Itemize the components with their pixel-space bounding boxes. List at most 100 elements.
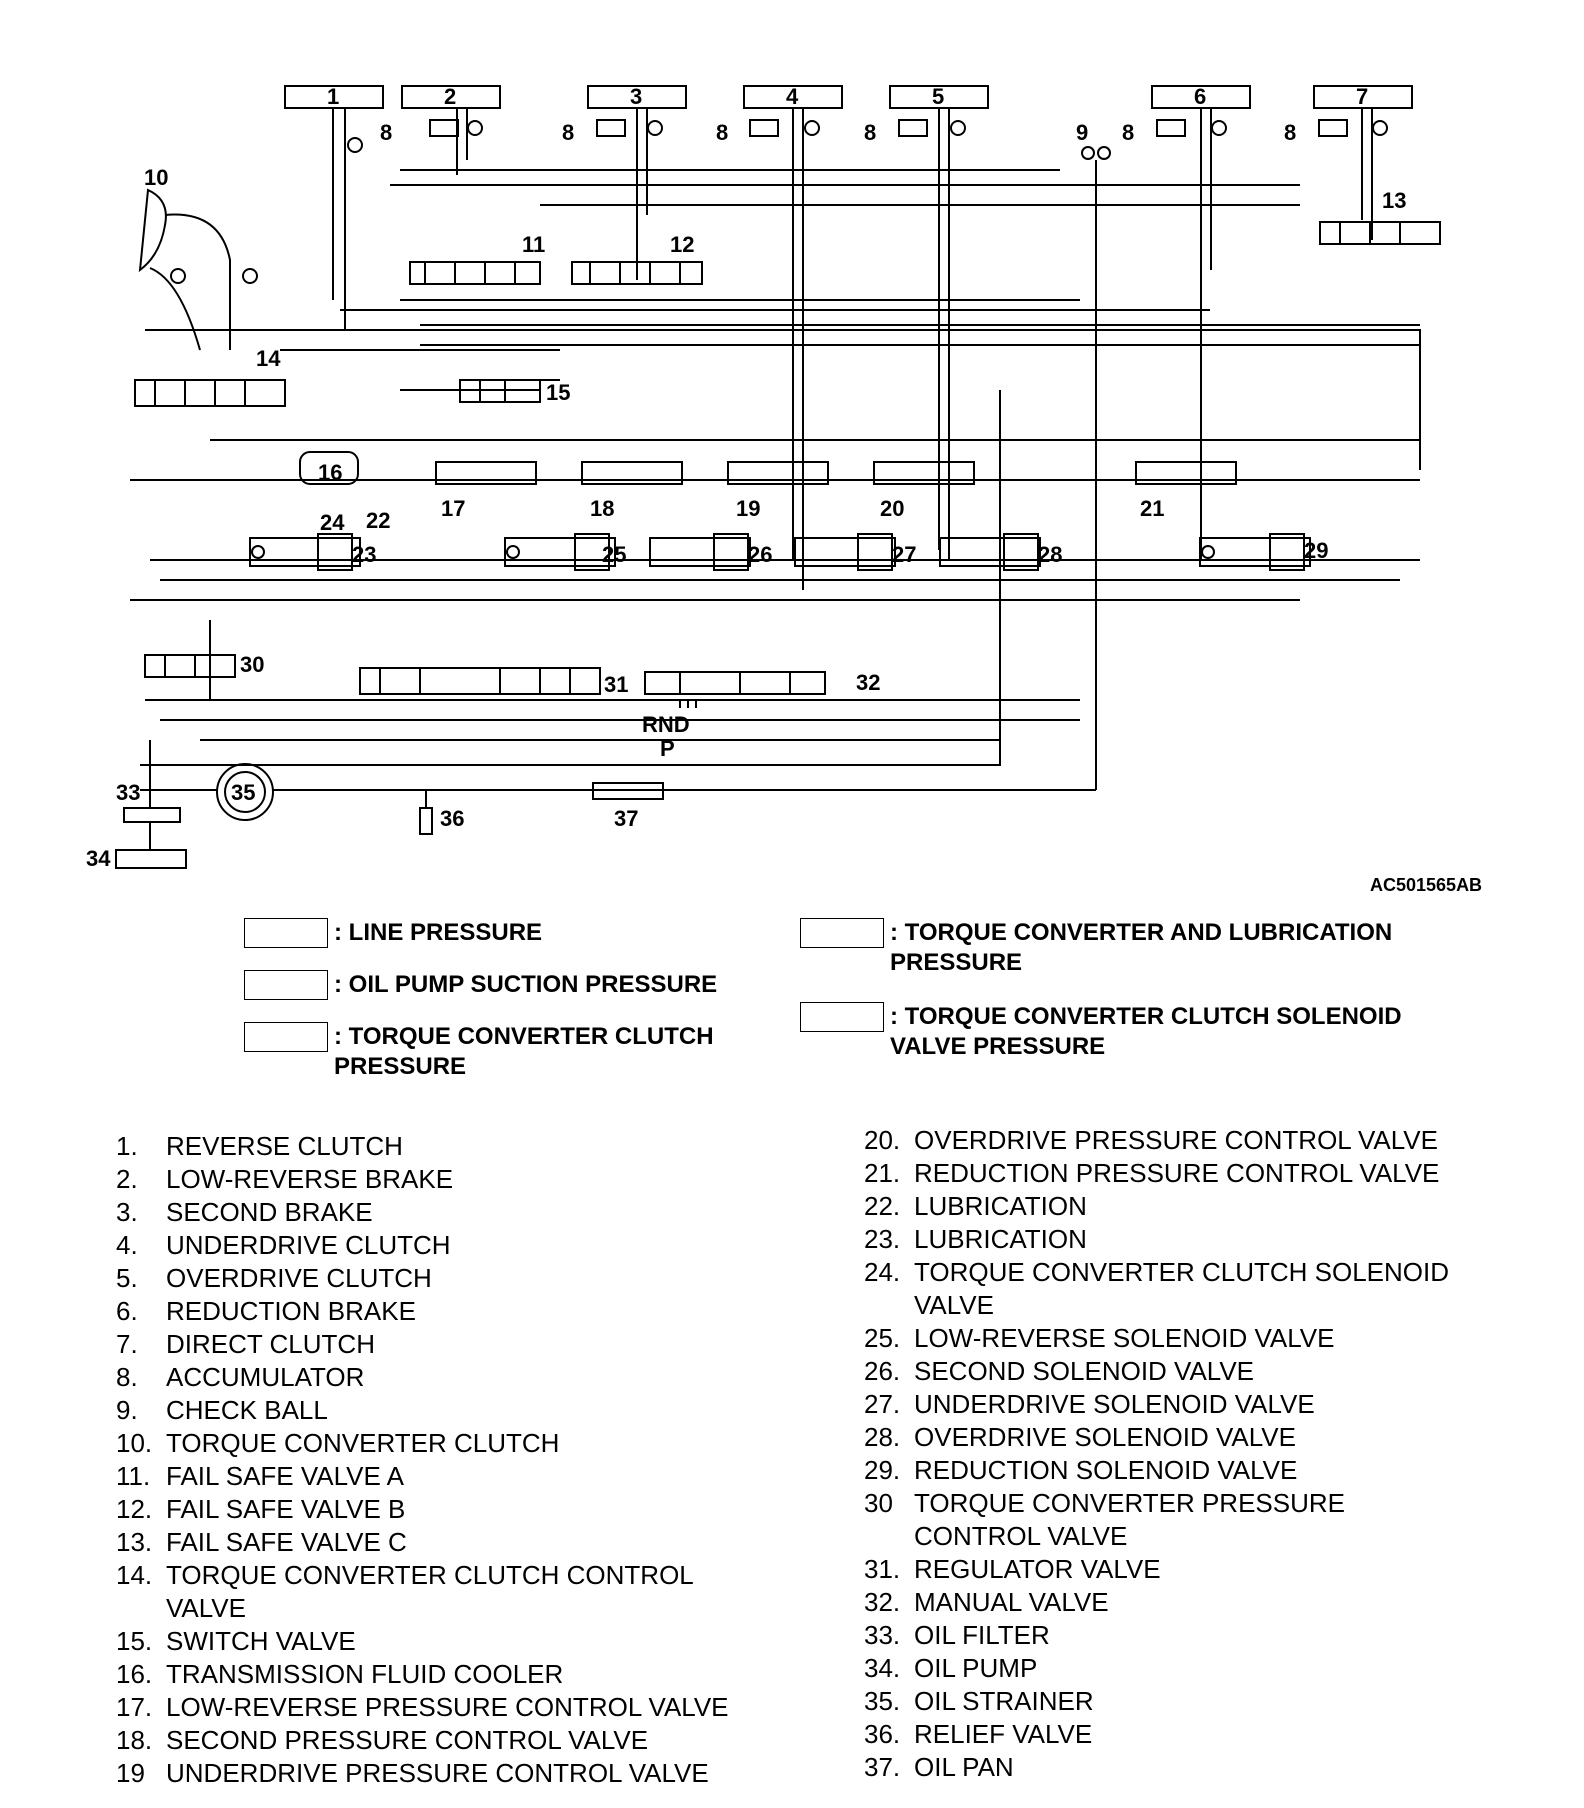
label-26: 26 [748, 542, 772, 567]
list-item: 17.LOW-REVERSE PRESSURE CONTROL VALVE [116, 1691, 766, 1724]
list-item: 33.OIL FILTER [864, 1619, 1514, 1652]
list-item: 21.REDUCTION PRESSURE CONTROL VALVE [864, 1157, 1514, 1190]
item-name: REVERSE CLUTCH [166, 1131, 403, 1161]
label-8: 8 [1122, 120, 1134, 145]
manual-park-label: P [660, 736, 675, 761]
list-item: 12. FAIL SAFE VALVE B [116, 1493, 766, 1526]
item-number: 36. [864, 1719, 901, 1749]
oil-strainer-icon [216, 763, 274, 821]
item-number: 30 [864, 1488, 893, 1518]
item-name: LOW-REVERSE BRAKE [166, 1164, 454, 1194]
list-item: 28.OVERDRIVE SOLENOID VALVE [864, 1421, 1514, 1454]
label-8: 8 [1284, 120, 1296, 145]
item-name: FAIL SAFE VALVE B [166, 1494, 406, 1524]
item-name: OVERDRIVE PRESSURE CONTROL VALVE [914, 1125, 1438, 1155]
item-name: REGULATOR VALVE [914, 1554, 1161, 1584]
fail-safe-valve-a-icon [409, 261, 541, 285]
item-number-spacer [864, 1520, 914, 1553]
label-9: 9 [1076, 120, 1088, 145]
item-name: REDUCTION PRESSURE CONTROL VALVE [914, 1158, 1440, 1188]
item-name: LUBRICATION [914, 1224, 1087, 1254]
legend-oil-pump-suction: : OIL PUMP SUCTION PRESSURE [244, 970, 717, 1000]
item-name: TORQUE CONVERTER CLUTCH [166, 1428, 560, 1458]
list-item-continuation: VALVE [864, 1289, 1514, 1322]
label-35: 35 [231, 780, 255, 805]
manual-valve-icon [644, 671, 826, 708]
solenoid-valve-icon [249, 533, 1311, 571]
list-item: 34.OIL PUMP [864, 1652, 1514, 1685]
item-number: 37. [864, 1752, 901, 1782]
label-8: 8 [716, 120, 728, 145]
item-number: 6. [116, 1296, 138, 1326]
low-reverse-brake-box [401, 85, 501, 109]
list-item: 22.LUBRICATION [864, 1190, 1514, 1223]
item-name: REDUCTION SOLENOID VALVE [914, 1455, 1298, 1485]
legend-label: : LINE PRESSURE [334, 919, 543, 946]
item-name: SECOND PRESSURE CONTROL VALVE [166, 1725, 649, 1755]
item-number: 20. [864, 1125, 901, 1155]
legend-label: : TORQUE CONVERTER AND LUBRICATION PRESS… [890, 919, 1393, 976]
label-8: 8 [380, 120, 392, 145]
label-25: 25 [602, 542, 626, 567]
list-item: 10.TORQUE CONVERTER CLUTCH [116, 1427, 766, 1460]
item-number: 7. [116, 1329, 138, 1359]
list-item: 25.LOW-REVERSE SOLENOID VALVE [864, 1322, 1514, 1355]
label-32: 32 [856, 670, 880, 695]
item-number: 24. [864, 1257, 901, 1287]
list-item: 35.OIL STRAINER [864, 1685, 1514, 1718]
label-18: 18 [590, 496, 614, 521]
label-8: 8 [562, 120, 574, 145]
label-37: 37 [614, 806, 638, 831]
legend-line-pressure: : LINE PRESSURE [244, 918, 542, 948]
oil-filter-icon [123, 807, 181, 823]
item-name-continued: VALVE [166, 1593, 246, 1623]
item-name: OIL FILTER [914, 1620, 1050, 1650]
pressure-control-valve-icon [435, 461, 1237, 485]
legend-swatch [244, 918, 328, 948]
item-name: REDUCTION BRAKE [166, 1296, 416, 1326]
legend-swatch [800, 918, 884, 948]
list-item: 24. TORQUE CONVERTER CLUTCH SOLENOID [864, 1256, 1514, 1289]
item-number: 16. [116, 1659, 153, 1689]
list-item: 23.LUBRICATION [864, 1223, 1514, 1256]
check-ball-icon [1081, 146, 1111, 790]
item-name: TORQUE CONVERTER CLUTCH SOLENOID [914, 1257, 1450, 1287]
item-name: LOW-REVERSE SOLENOID VALVE [914, 1323, 1335, 1353]
label-2: 2 [444, 84, 456, 109]
item-number: 32. [864, 1587, 901, 1617]
label-33: 33 [116, 780, 140, 805]
label-7: 7 [1356, 84, 1368, 109]
legend-tcc-pressure: : TORQUE CONVERTER CLUTCH PRESSURE [244, 1022, 714, 1082]
item-name: UNDERDRIVE CLUTCH [166, 1230, 451, 1260]
legend-swatch [244, 1022, 328, 1052]
item-number: 8. [116, 1362, 138, 1392]
list-item: 36.RELIEF VALVE [864, 1718, 1514, 1751]
list-item: 4.UNDERDRIVE CLUTCH [116, 1229, 766, 1262]
list-item: 16.TRANSMISSION FLUID COOLER [116, 1658, 766, 1691]
item-name: SWITCH VALVE [166, 1626, 356, 1656]
list-item: 1.REVERSE CLUTCH [116, 1130, 766, 1163]
label-5: 5 [932, 84, 944, 109]
label-20: 20 [880, 496, 904, 521]
item-number: 26. [864, 1356, 901, 1386]
legend-label: : TORQUE CONVERTER CLUTCH PRESSURE [334, 1023, 714, 1080]
item-name: ACCUMULATOR [166, 1362, 365, 1392]
list-item: 2.LOW-REVERSE BRAKE [116, 1163, 766, 1196]
label-22: 22 [366, 508, 390, 533]
item-name: LUBRICATION [914, 1191, 1087, 1221]
item-number-spacer [116, 1592, 166, 1625]
item-name: CHECK BALL [166, 1395, 328, 1425]
legend-swatch [800, 1002, 884, 1032]
list-item: 31.REGULATOR VALVE [864, 1553, 1514, 1586]
item-number: 19 [116, 1758, 145, 1788]
legend-label: : OIL PUMP SUCTION PRESSURE [334, 971, 718, 998]
label-17: 17 [441, 496, 465, 521]
orifice-icon [170, 120, 1388, 284]
item-number-spacer [864, 1289, 914, 1322]
item-number: 12. [116, 1494, 153, 1524]
item-name: FAIL SAFE VALVE A [166, 1461, 404, 1491]
accumulator-icon [429, 119, 1348, 137]
item-name: DIRECT CLUTCH [166, 1329, 375, 1359]
item-name: OVERDRIVE SOLENOID VALVE [914, 1422, 1296, 1452]
